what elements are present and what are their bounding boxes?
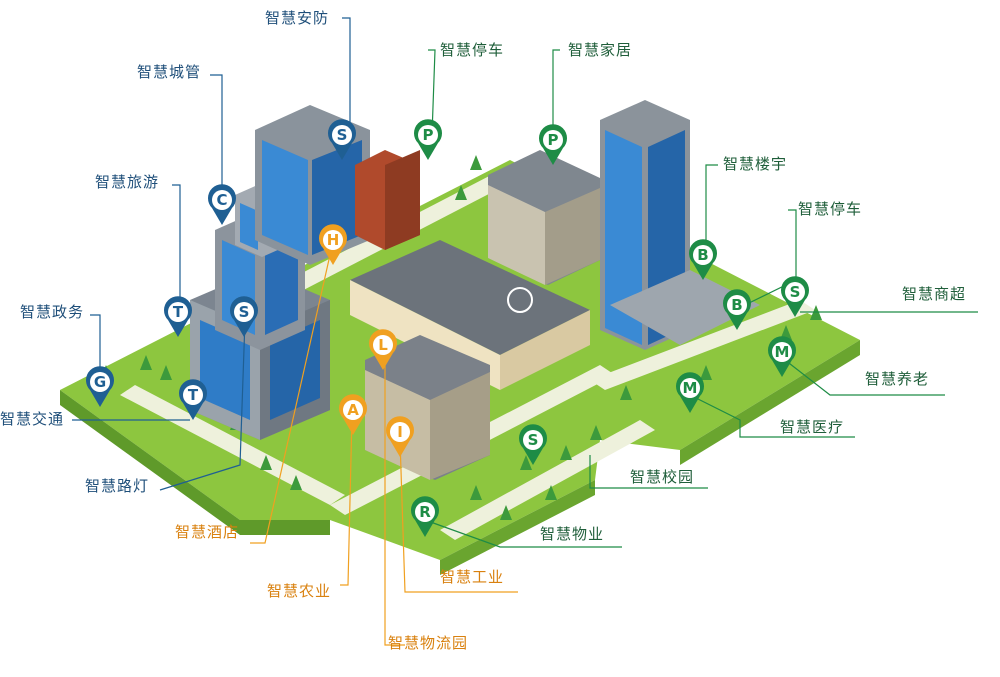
- svg-text:P: P: [423, 126, 434, 144]
- svg-text:I: I: [397, 423, 403, 441]
- svg-text:G: G: [94, 373, 106, 391]
- pin-l-wuliuyuan: L: [369, 329, 397, 370]
- label-nongye: 智慧农业: [267, 582, 332, 600]
- pin-a-nongye: A: [339, 394, 368, 435]
- svg-text:A: A: [347, 401, 359, 419]
- pin-g-zhengwu: G: [86, 366, 114, 407]
- svg-text:T: T: [188, 386, 199, 404]
- pin-s-anfang: S: [328, 119, 357, 160]
- label-yiliao: 智慧医疗: [780, 418, 845, 436]
- svg-text:S: S: [790, 283, 801, 301]
- pin-s-building: S: [230, 296, 259, 337]
- label-lvyou: 智慧旅游: [95, 173, 160, 191]
- connector-lines: [72, 17, 978, 646]
- label-zhengwu: 智慧政务: [20, 303, 85, 321]
- pin-m-yanglao: M: [768, 336, 797, 377]
- label-tingche-top: 智慧停车: [440, 41, 505, 59]
- svg-text:H: H: [327, 231, 340, 249]
- svg-text:C: C: [216, 191, 227, 209]
- label-jiaju: 智慧家居: [568, 41, 633, 59]
- label-yanglao: 智慧养老: [865, 370, 930, 388]
- right-grey-buildings: [488, 150, 600, 285]
- svg-text:S: S: [337, 126, 348, 144]
- pin-p-tingche: P: [414, 119, 443, 160]
- pin-c-chengguan: C: [208, 184, 236, 225]
- svg-text:P: P: [548, 131, 559, 149]
- svg-text:B: B: [697, 246, 708, 264]
- pin-b-tingche: B: [723, 289, 752, 330]
- label-wuye: 智慧物业: [540, 525, 605, 543]
- label-anfang: 智慧安防: [265, 9, 330, 27]
- pin-h-jiudian: H: [319, 224, 348, 265]
- svg-text:M: M: [775, 343, 790, 361]
- pin-b-louyu: B: [689, 239, 718, 280]
- pin-r-wuye: R: [411, 496, 440, 537]
- svg-text:L: L: [378, 336, 388, 354]
- label-louyu: 智慧楼宇: [723, 155, 788, 173]
- pin-t-lvyou: T: [164, 296, 193, 337]
- label-gongye: 智慧工业: [440, 568, 505, 586]
- label-shangchao: 智慧商超: [902, 285, 967, 303]
- svg-text:T: T: [173, 303, 184, 321]
- label-xiaoyuan: 智慧校园: [630, 468, 695, 486]
- svg-text:S: S: [239, 303, 250, 321]
- map-pins: S C T S G T H L A I P P B B S M M S R: [86, 119, 809, 537]
- svg-text:R: R: [419, 503, 431, 521]
- pin-m-yiliao: M: [676, 372, 704, 413]
- pin-s-xiaoyuan: S: [519, 424, 547, 465]
- label-ludeng: 智慧路灯: [85, 477, 150, 495]
- pin-i-gongye: I: [386, 416, 415, 457]
- label-jiudian: 智慧酒店: [175, 523, 240, 541]
- label-chengguan: 智慧城管: [137, 63, 202, 81]
- label-tingche-right: 智慧停车: [798, 200, 863, 218]
- svg-text:M: M: [683, 379, 698, 397]
- pin-s-shangchao: S: [781, 276, 809, 317]
- pin-p-jiaju: P: [539, 124, 567, 165]
- svg-text:B: B: [731, 296, 742, 314]
- pin-t-jiaotong: T: [179, 379, 208, 420]
- label-jiaotong: 智慧交通: [0, 410, 65, 428]
- label-wuliuyuan: 智慧物流园: [388, 634, 469, 652]
- svg-text:S: S: [528, 431, 539, 449]
- right-tall-tower: [600, 100, 760, 350]
- brick-building: [355, 150, 420, 250]
